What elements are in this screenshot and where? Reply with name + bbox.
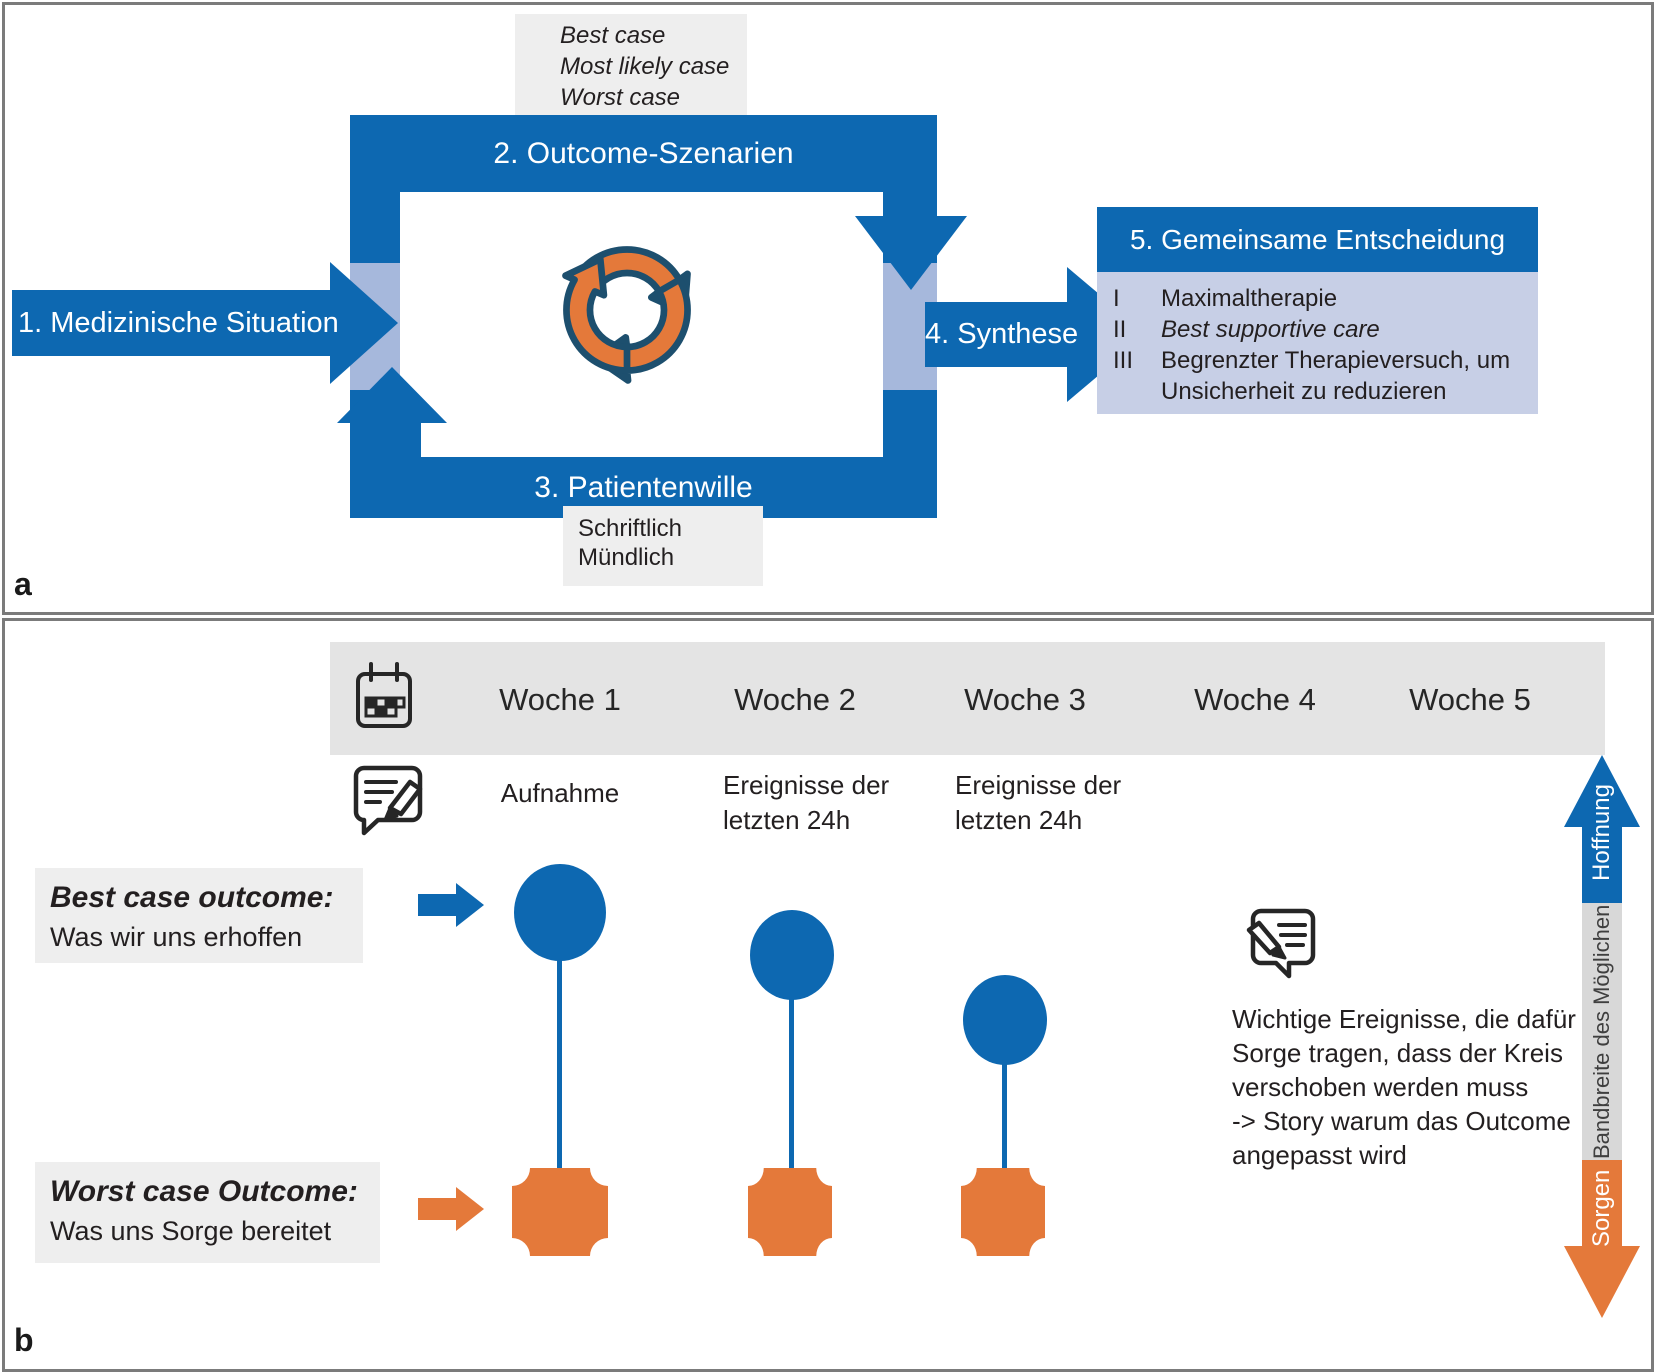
decision-box-body: I Maximaltherapie II Best supportive car… (1097, 272, 1538, 414)
worst-case-square-week3 (961, 1168, 1045, 1256)
cycle-top-bar (350, 115, 937, 192)
week-label-1: Woche 1 (499, 682, 621, 717)
worst-case-square-week2 (748, 1168, 832, 1256)
week-label-5: Woche 5 (1409, 682, 1531, 717)
decision-item: I Maximaltherapie (1097, 283, 1538, 314)
event-aufnahme: Aufnahme (500, 778, 620, 808)
decision-item-text: Best supportive care (1161, 316, 1380, 343)
panel-a-letter: a (14, 566, 32, 602)
lollipop-stem-week2 (789, 996, 794, 1172)
axis-blue-segment (1582, 825, 1622, 903)
step4-arrow-shaft (925, 302, 1067, 367)
step1-arrow-shaft (12, 290, 332, 356)
best-case-title: Best case outcome: (50, 881, 334, 914)
decision-box-title: 5. Gemeinsame Entscheidung (1129, 224, 1506, 255)
decision-item: III Begrenzter Therapieversuch, um Unsic… (1097, 345, 1538, 407)
best-case-label-box: Best case outcome: Was wir uns erhoffen (35, 868, 363, 963)
decision-box-header: 5. Gemeinsame Entscheidung (1097, 207, 1538, 272)
note-line: -> Story warum das Outcome (1232, 1106, 1571, 1136)
note-pencil-icon-right (1246, 908, 1316, 979)
scenario-line: Most likely case (560, 53, 730, 80)
decision-item-text: Maximaltherapie (1161, 285, 1338, 312)
note-line: Sorge tragen, dass der Kreis (1232, 1038, 1563, 1068)
week-label-3: Woche 3 (964, 682, 1086, 717)
best-case-arrow-icon (418, 894, 456, 916)
event-week3: Ereignisse der letzten 24h (955, 770, 1122, 835)
note-pencil-icon (353, 765, 423, 836)
best-case-circle-week2 (750, 910, 834, 1000)
patientenwille-line: Schriftlich (578, 515, 683, 542)
best-case-circle-week1 (514, 864, 606, 961)
panel-b-letter: b (14, 1322, 34, 1358)
patientenwille-box: Schriftlich Mündlich (563, 506, 763, 586)
axis-label-hoffnung: Hoffnung (1588, 784, 1615, 881)
week-label-4: Woche 4 (1194, 682, 1316, 717)
scenario-line: Best case (560, 22, 666, 49)
week-header-bar (330, 642, 1605, 755)
axis-label-sorgen: Sorgen (1588, 1169, 1615, 1247)
calendar-icon (356, 662, 412, 728)
decision-item-numeral: III (1113, 347, 1134, 374)
week-label-2: Woche 2 (734, 682, 856, 717)
cycle-up-arrow-shaft (363, 421, 421, 463)
axis-gray-segment (1582, 903, 1622, 1160)
axis-label-bandbreite: Bandbreite des Möglichen (1589, 904, 1614, 1159)
scenario-line: Worst case (560, 84, 681, 111)
note-line: angepasst wird (1232, 1140, 1407, 1170)
scenario-box: Best case Most likely case Worst case (515, 14, 747, 119)
step2-label: 2. Outcome-Szenarien (493, 137, 794, 170)
lollipop-stem-week3 (1002, 1060, 1007, 1172)
important-events-note: Wichtige Ereignisse, die dafür Sorge tra… (1232, 1002, 1576, 1172)
worst-case-square-week1 (512, 1168, 608, 1256)
decision-item: II Best supportive care (1097, 314, 1538, 345)
decision-item-numeral: II (1113, 316, 1127, 343)
axis-orange-segment (1582, 1160, 1622, 1246)
event-week2: Ereignisse der letzten 24h (723, 770, 890, 835)
decision-item-numeral: I (1113, 285, 1120, 312)
step3-label: 3. Patientenwille (534, 471, 753, 504)
step1-label: 1. Medizinische Situation (18, 307, 339, 339)
patientenwille-line: Mündlich (578, 544, 675, 571)
lollipop-stem-week1 (557, 956, 562, 1172)
step4-label: 4. Synthese (925, 318, 1079, 350)
best-case-circle-week3 (963, 975, 1047, 1065)
recycle-icon (543, 246, 711, 394)
note-line: Wichtige Ereignisse, die dafür (1232, 1004, 1576, 1034)
decision-item-text: Begrenzter Therapieversuch, um Unsicherh… (1161, 347, 1511, 405)
worst-case-title: Worst case Outcome: (50, 1175, 358, 1208)
note-line: verschoben werden muss (1232, 1072, 1529, 1102)
worst-case-arrow-icon (418, 1198, 456, 1220)
best-case-subtitle: Was wir uns erhoffen (50, 922, 303, 952)
worst-case-label-box: Worst case Outcome: Was uns Sorge bereit… (35, 1162, 380, 1263)
worst-case-subtitle: Was uns Sorge bereitet (50, 1216, 332, 1246)
